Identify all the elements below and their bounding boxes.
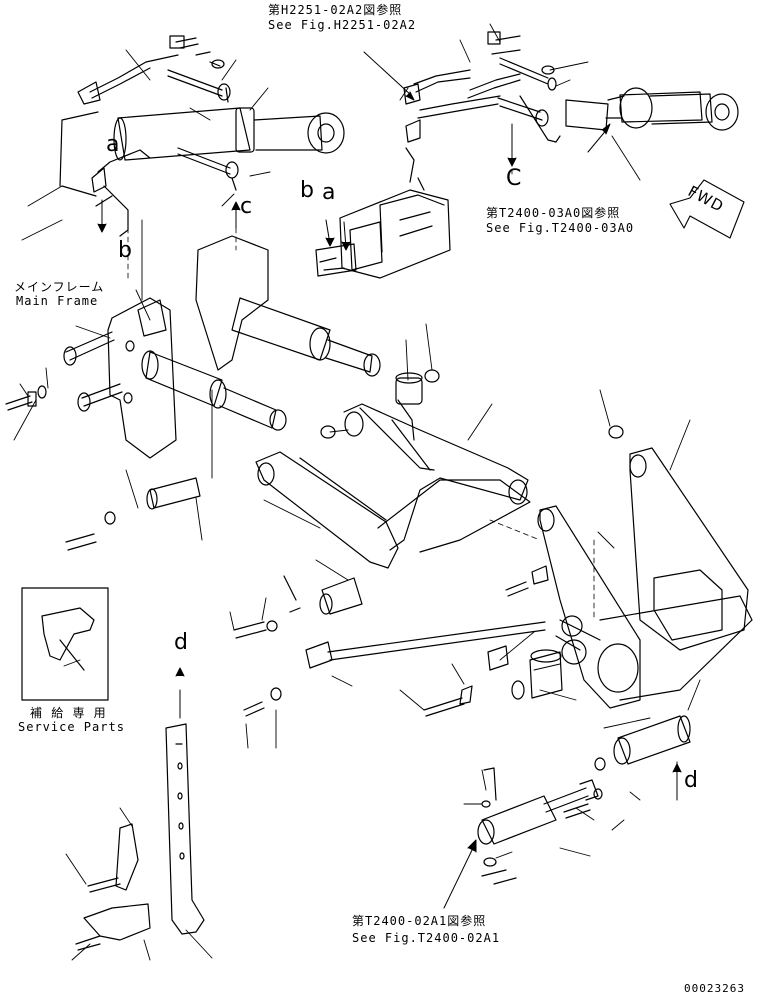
lift-arm: [255, 399, 531, 569]
main-frame-en: Main Frame: [16, 294, 99, 308]
tilt-cylinder: [477, 715, 691, 885]
ref-top-en: See Fig.H2251-02A2: [268, 18, 417, 32]
arrows: [97, 51, 682, 909]
letter-c-left: c: [240, 194, 253, 219]
ref-right-en: See Fig.T2400-03A0: [486, 221, 635, 235]
service-parts-box: [21, 587, 109, 701]
service-parts-en: Service Parts: [18, 720, 125, 734]
main-frame-jp: メインフレーム: [14, 280, 105, 294]
pins-and-bolts: [65, 477, 563, 717]
right-lift-cylinder: [403, 31, 739, 191]
ripper-frame: [537, 425, 753, 709]
control-valve: [315, 189, 451, 279]
ref-bottom-en: See Fig.T2400-02A1: [352, 931, 501, 945]
left-lift-cylinder: [59, 35, 345, 237]
service-parts-jp: 補 給 専 用: [30, 706, 107, 720]
letter-c-right: C: [506, 166, 522, 191]
leader-lines: [13, 23, 701, 961]
ref-top-jp: 第H2251-02A2図参照: [268, 3, 403, 17]
fwd-arrow: [669, 179, 745, 239]
ref-right-jp: 第T2400-03A0図参照: [486, 206, 621, 220]
drawing-number: 00023263: [684, 982, 745, 995]
ripper-shank: [75, 723, 205, 951]
ref-bottom-jp: 第T2400-02A1図参照: [352, 914, 487, 928]
letter-b-left: b: [118, 238, 132, 263]
letter-a-valve: a: [322, 180, 336, 205]
reference-lines: [127, 159, 595, 621]
letter-d-shank: d: [174, 630, 188, 655]
main-frame-bracket: [5, 297, 177, 459]
lift-cylinders: [141, 235, 381, 431]
letter-d-right: d: [684, 768, 698, 793]
letter-a-left: a: [106, 132, 120, 157]
letter-b-valve: b: [300, 178, 314, 203]
